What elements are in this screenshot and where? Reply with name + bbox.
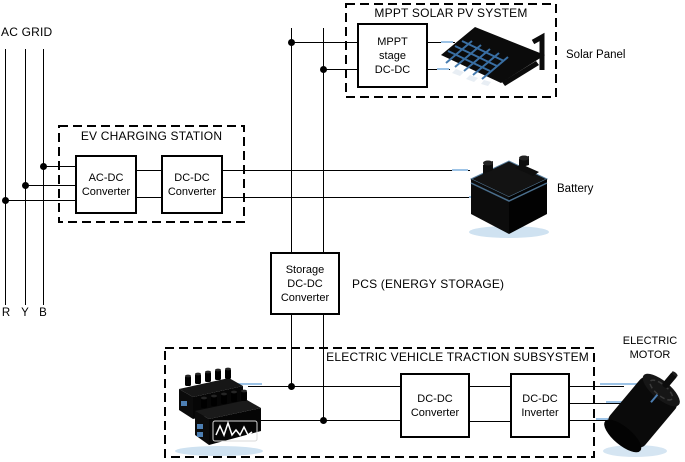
wire-phase-b-to-acdc [43, 166, 75, 167]
junction-dot [320, 66, 327, 73]
solar-panel-icon [441, 27, 545, 86]
motor-lead-accent [600, 383, 638, 385]
wire-acdc-to-dcdc-bottom [137, 197, 161, 198]
storage-dc-dc-converter-box: Storage DC-DC Converter [270, 252, 340, 315]
traction-subsystem-title: ELECTRIC VEHICLE TRACTION SUBSYSTEM [326, 350, 589, 364]
pcs-energy-storage-label: PCS (ENERGY STORAGE) [352, 277, 505, 291]
mppt-system-title: MPPT SOLAR PV SYSTEM [374, 6, 528, 20]
phase-label-y: Y [21, 307, 29, 319]
wire-dcdc-to-battery-bottom [223, 197, 487, 198]
dc-bus-right [323, 28, 324, 421]
mppt-stage-box: MPPT stage DC-DC [357, 23, 428, 88]
junction-dot [320, 417, 327, 424]
wire-bus-to-mppt-top [291, 42, 357, 43]
dc-bus-left [291, 28, 292, 387]
battery-label: Battery [557, 183, 594, 195]
wire-pack-to-converter-top [248, 386, 400, 387]
traction-subsystem-outline [164, 347, 595, 458]
electric-motor-label: ELECTRIC MOTOR [622, 335, 678, 361]
junction-dot [40, 163, 47, 170]
grid-line-y [25, 49, 26, 305]
pack-lead-accent [234, 383, 262, 385]
wire-inverter-to-motor-1 [570, 386, 624, 387]
battery-icon [469, 155, 549, 238]
phase-label-b: B [39, 307, 47, 319]
junction-dot [288, 383, 295, 390]
wire-bus-to-mppt-bottom [323, 69, 357, 70]
wire-pack-to-converter-bottom [256, 420, 400, 421]
wire-phase-y-to-acdc [25, 185, 75, 186]
mppt-system-outline [345, 3, 557, 98]
wire-acdc-to-dcdc-top [137, 170, 161, 171]
junction-dot [288, 39, 295, 46]
junction-dot [2, 197, 9, 204]
battery-pack-icon [175, 367, 263, 456]
wire-converter-to-inverter-top [470, 386, 510, 387]
grid-line-r [5, 49, 6, 305]
ev-charging-station-outline [58, 125, 245, 223]
solar-panel-label: Solar Panel [566, 49, 626, 61]
wire-converter-to-inverter-bottom [470, 421, 510, 422]
panel-lead-accent [437, 68, 449, 70]
phase-label-r: R [1, 307, 11, 319]
wire-inverter-to-motor-3 [570, 420, 616, 421]
panel-lead-accent [441, 41, 453, 43]
grid-line-b [43, 49, 44, 305]
battery-lead-accent [452, 169, 468, 171]
ac-grid-title: AC GRID [1, 25, 53, 39]
junction-dot [22, 182, 29, 189]
wire-dcdc-to-battery-top [223, 170, 470, 171]
wire-phase-r-to-acdc [5, 200, 75, 201]
traction-dc-dc-inverter-box: DC-DC Inverter [510, 373, 570, 438]
traction-dc-dc-converter-box: DC-DC Converter [400, 373, 470, 438]
wire-inverter-to-motor-2 [570, 403, 630, 404]
electric-motor-icon [603, 371, 680, 457]
ev-charging-station-title: EV CHARGING STATION [80, 129, 223, 143]
ac-dc-converter-box: AC-DC Converter [75, 155, 137, 214]
dc-dc-converter-box: DC-DC Converter [161, 155, 223, 214]
